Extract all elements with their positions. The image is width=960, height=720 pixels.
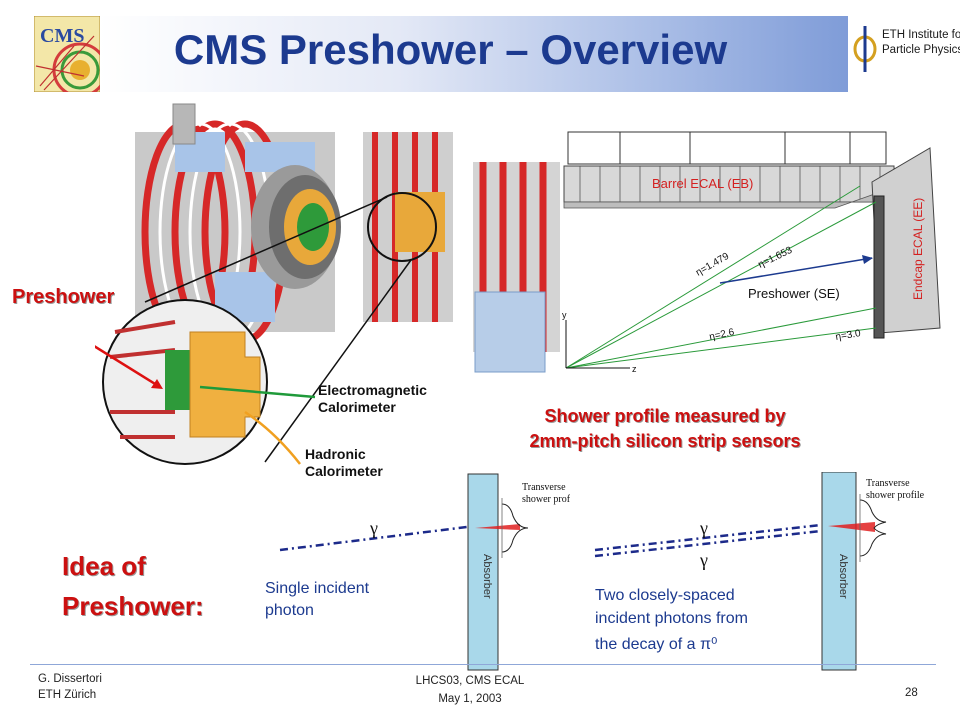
shower-heading-1: Shower profile measured by bbox=[544, 406, 786, 426]
two-photon-diagram: γ γ Absorber Transverse shower profile bbox=[594, 472, 925, 671]
detector-barrel bbox=[135, 103, 341, 344]
em-calorimeter-label-1: Electromagnetic bbox=[318, 382, 427, 398]
single-photon-text-2: photon bbox=[265, 602, 314, 619]
absorber-label: Absorber bbox=[837, 554, 849, 599]
photon-track bbox=[279, 524, 476, 552]
idea-heading-1: Idea of bbox=[62, 551, 146, 581]
em-calorimeter-label-2: Calorimeter bbox=[318, 399, 396, 415]
photon-track-2 bbox=[594, 528, 831, 558]
magnifier-small-circle bbox=[367, 192, 437, 262]
preshower-se-pointer bbox=[719, 257, 873, 284]
footer-divider bbox=[30, 664, 936, 665]
zoom-line-bottom bbox=[264, 259, 412, 463]
barrel-ecal bbox=[563, 131, 922, 209]
footer-institution: ETH Zürich bbox=[38, 689, 97, 701]
photon-track-1 bbox=[594, 522, 831, 552]
gamma-symbol-2: γ bbox=[699, 550, 708, 570]
transverse-label-2: shower profile bbox=[522, 494, 570, 505]
eth-logo: ETH Institute for Particle Physics bbox=[852, 22, 960, 78]
cms-logo: CMS bbox=[34, 16, 100, 92]
zoom-line-top bbox=[144, 196, 388, 303]
phi-emblem-icon bbox=[853, 26, 877, 72]
single-photon-diagram: γ Absorber Transverse shower profile bbox=[279, 473, 570, 671]
transverse-profile-curve bbox=[859, 499, 887, 557]
single-photon-text-1: Single incident bbox=[265, 580, 370, 597]
preshower-se-label: Preshower (SE) bbox=[748, 286, 840, 301]
idea-heading-2: Preshower: bbox=[62, 591, 204, 621]
shower-heading-2: 2mm-pitch silicon strip sensors bbox=[529, 431, 801, 451]
slide-title: CMS Preshower – Overview bbox=[173, 26, 728, 73]
eth-logo-line-2: Particle Physics bbox=[882, 44, 960, 56]
eta-label-30: η=3.0 bbox=[835, 328, 862, 343]
hadronic-calorimeter-label-1: Hadronic bbox=[305, 446, 366, 462]
endcap-ecal bbox=[871, 147, 941, 339]
transverse-profile-curve bbox=[501, 503, 529, 553]
eth-logo-line-1: ETH Institute for bbox=[882, 29, 960, 41]
hadronic-calorimeter-label-2: Calorimeter bbox=[305, 463, 383, 479]
axis-y-label: y bbox=[562, 310, 567, 320]
transverse-label-1: Transverse bbox=[522, 482, 566, 493]
two-photon-text-2: incident photons from bbox=[595, 610, 748, 627]
shower-cone bbox=[475, 524, 520, 530]
absorber-block bbox=[467, 473, 499, 671]
transverse-label-2: shower profile bbox=[866, 490, 925, 501]
preshower-label: Preshower bbox=[12, 286, 115, 308]
page-number: 28 bbox=[905, 687, 918, 699]
title-banner bbox=[98, 16, 848, 92]
footer-date: May 1, 2003 bbox=[438, 693, 502, 705]
preshower-pointer bbox=[95, 345, 161, 389]
detector-endcaps bbox=[363, 132, 563, 373]
eta-geometry-diagram: Barrel ECAL (EB) Endcap ECAL (EE) Presho… bbox=[560, 128, 950, 380]
gamma-symbol-1: γ bbox=[699, 518, 708, 538]
shower-cone bbox=[828, 522, 875, 532]
eta-label-26: η=2.6 bbox=[708, 327, 735, 343]
gamma-symbol: γ bbox=[369, 518, 378, 538]
two-photon-text-1: Two closely-spaced bbox=[595, 587, 735, 604]
em-calorimeter-pointer bbox=[199, 385, 316, 399]
footer-author: G. Dissertori bbox=[38, 673, 102, 685]
endcap-ecal-label: Endcap ECAL (EE) bbox=[911, 198, 925, 300]
footer-conference: LHCS03, CMS ECAL bbox=[415, 675, 525, 687]
axis-z-label: z bbox=[632, 364, 637, 374]
hadronic-pointer bbox=[244, 410, 301, 465]
absorber-block bbox=[821, 472, 857, 671]
transverse-label-1: Transverse bbox=[866, 478, 910, 489]
eta-lines bbox=[565, 185, 877, 369]
barrel-ecal-label: Barrel ECAL (EB) bbox=[652, 176, 753, 191]
zoom-detail bbox=[102, 299, 268, 465]
cms-detector-illustration bbox=[95, 103, 563, 465]
absorber-label: Absorber bbox=[481, 554, 493, 599]
two-photon-text-3: the decay of a π⁰ bbox=[595, 636, 718, 653]
cms-logo-text: CMS bbox=[40, 25, 84, 47]
